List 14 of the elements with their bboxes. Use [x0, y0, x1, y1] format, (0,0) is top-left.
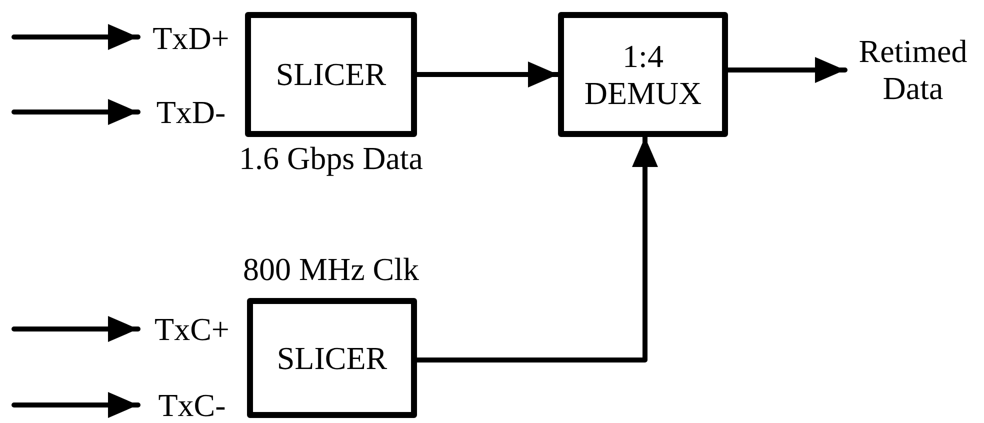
arrow — [12, 99, 140, 125]
arrow — [12, 316, 140, 342]
arrow — [12, 392, 140, 418]
pin-label: TxD- — [138, 92, 244, 132]
block-box: SLICER — [245, 12, 417, 137]
signal-label: 1.6 Gbps Data — [238, 140, 424, 177]
block-box: 1:4 DEMUX — [558, 12, 728, 137]
arrow — [12, 24, 140, 50]
pin-label: TxC+ — [138, 309, 246, 349]
signal-label: 800 MHz Clk — [200, 248, 462, 290]
signal-label: Retimed Data — [845, 22, 981, 118]
pin-label: TxC- — [138, 385, 246, 423]
pin-label: TxD+ — [138, 18, 244, 58]
block-box: SLICER — [247, 298, 417, 418]
